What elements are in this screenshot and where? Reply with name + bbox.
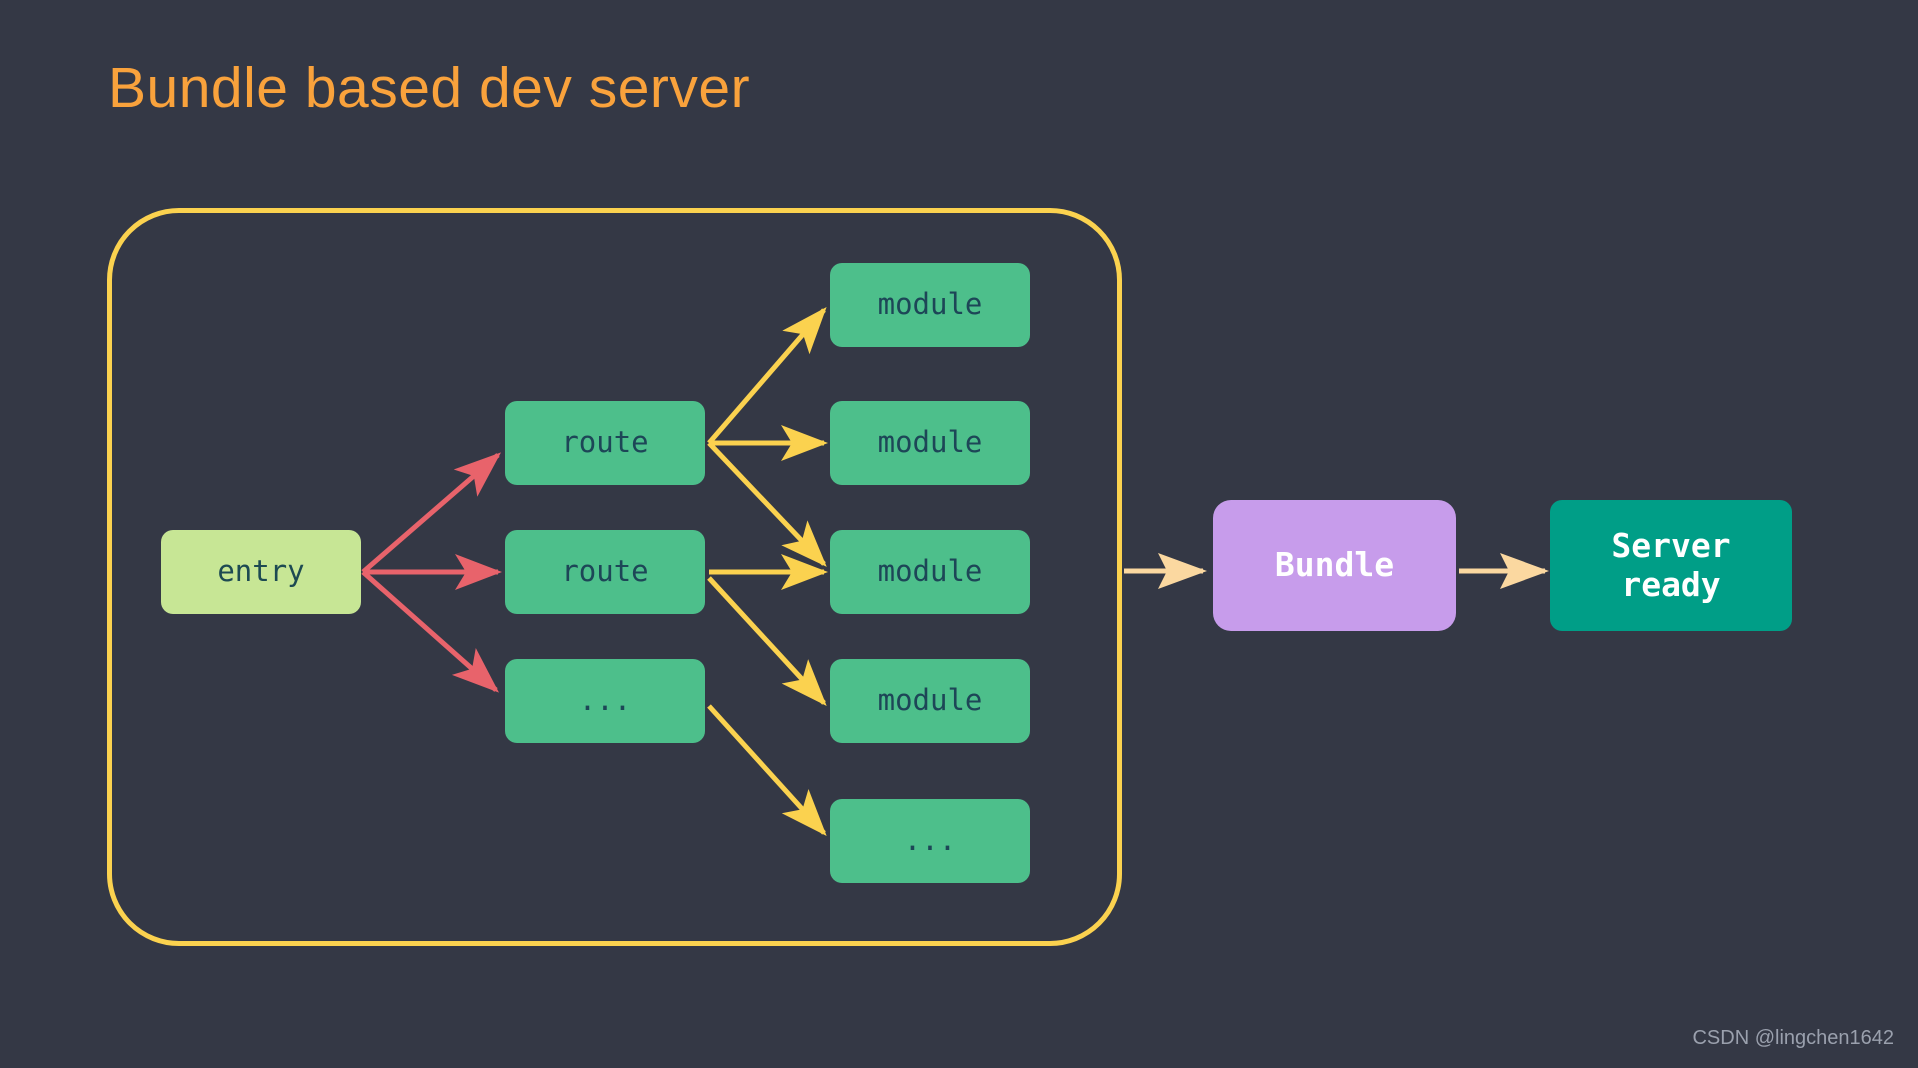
- node-module-4[interactable]: module: [830, 659, 1030, 743]
- node-module-3-label: module: [877, 554, 983, 589]
- node-route-1-label: route: [561, 425, 649, 460]
- node-bundle[interactable]: Bundle: [1213, 500, 1456, 631]
- node-server-ready-label-line2: ready: [1621, 564, 1721, 604]
- node-server-ready[interactable]: Server ready: [1550, 500, 1792, 631]
- node-bundle-label: Bundle: [1274, 545, 1395, 585]
- watermark: CSDN @lingchen1642: [1692, 1027, 1894, 1049]
- node-module-5-label: ...: [903, 823, 957, 858]
- node-entry-label: entry: [217, 554, 305, 589]
- node-module-3[interactable]: module: [830, 530, 1030, 614]
- node-route-2[interactable]: route: [505, 530, 705, 614]
- node-route-3[interactable]: ...: [505, 659, 705, 743]
- bundler-boundary: [107, 208, 1122, 946]
- node-entry[interactable]: entry: [161, 530, 361, 614]
- node-server-ready-label-line1: Server: [1611, 526, 1731, 566]
- node-module-1[interactable]: module: [830, 263, 1030, 347]
- node-module-4-label: module: [877, 683, 983, 718]
- node-module-1-label: module: [877, 287, 983, 322]
- node-route-1[interactable]: route: [505, 401, 705, 485]
- node-route-3-label: ...: [578, 683, 632, 718]
- node-module-2-label: module: [877, 425, 983, 460]
- node-route-2-label: route: [561, 554, 649, 589]
- node-module-5[interactable]: ...: [830, 799, 1030, 883]
- node-module-2[interactable]: module: [830, 401, 1030, 485]
- page-title: Bundle based dev server: [108, 56, 751, 120]
